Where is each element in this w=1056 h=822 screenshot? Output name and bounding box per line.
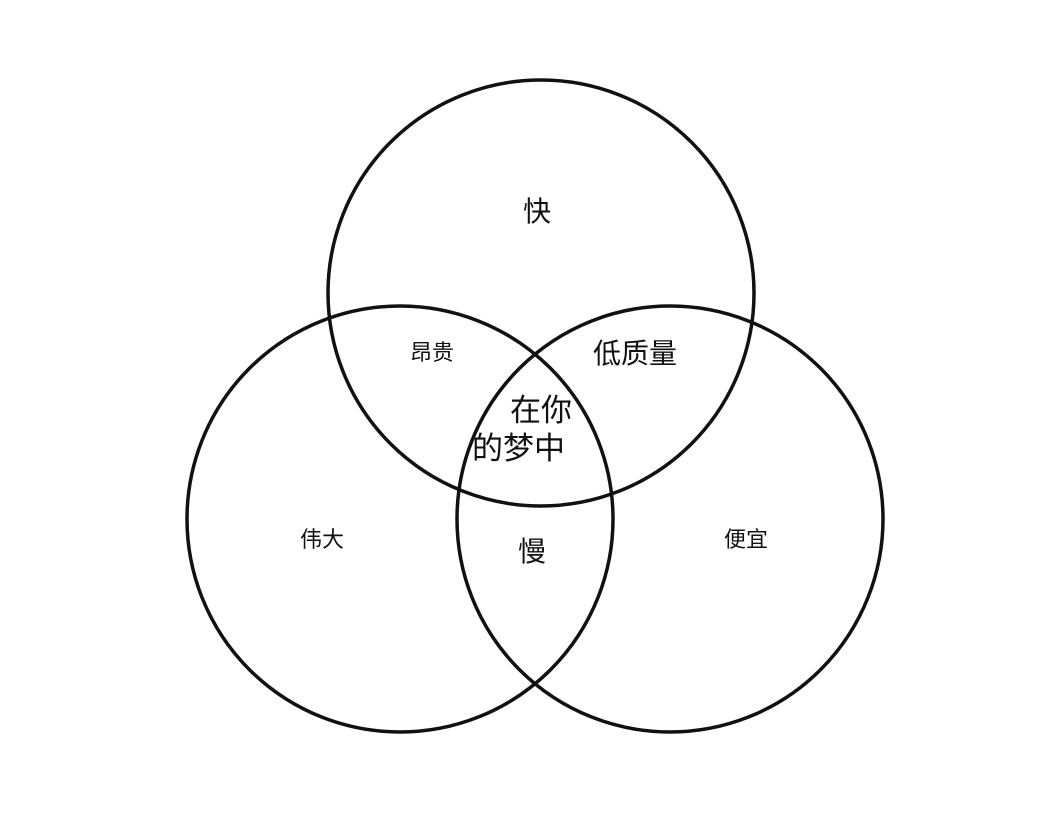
label-low-quality: 低质量 [593,337,678,370]
label-fast: 快 [523,195,552,228]
label-expensive: 昂贵 [410,341,455,366]
label-in-your-dreams-line1: 在你 [510,393,572,429]
label-in-your-dreams: 在你 的梦中 [472,392,582,468]
circle-great [185,304,615,734]
label-great: 伟大 [300,528,345,553]
label-in-your-dreams-line2: 的梦中 [472,431,565,467]
circle-fast [326,78,756,508]
circle-cheap [455,304,885,734]
label-cheap: 便宜 [724,528,769,553]
label-slow: 慢 [518,535,547,568]
